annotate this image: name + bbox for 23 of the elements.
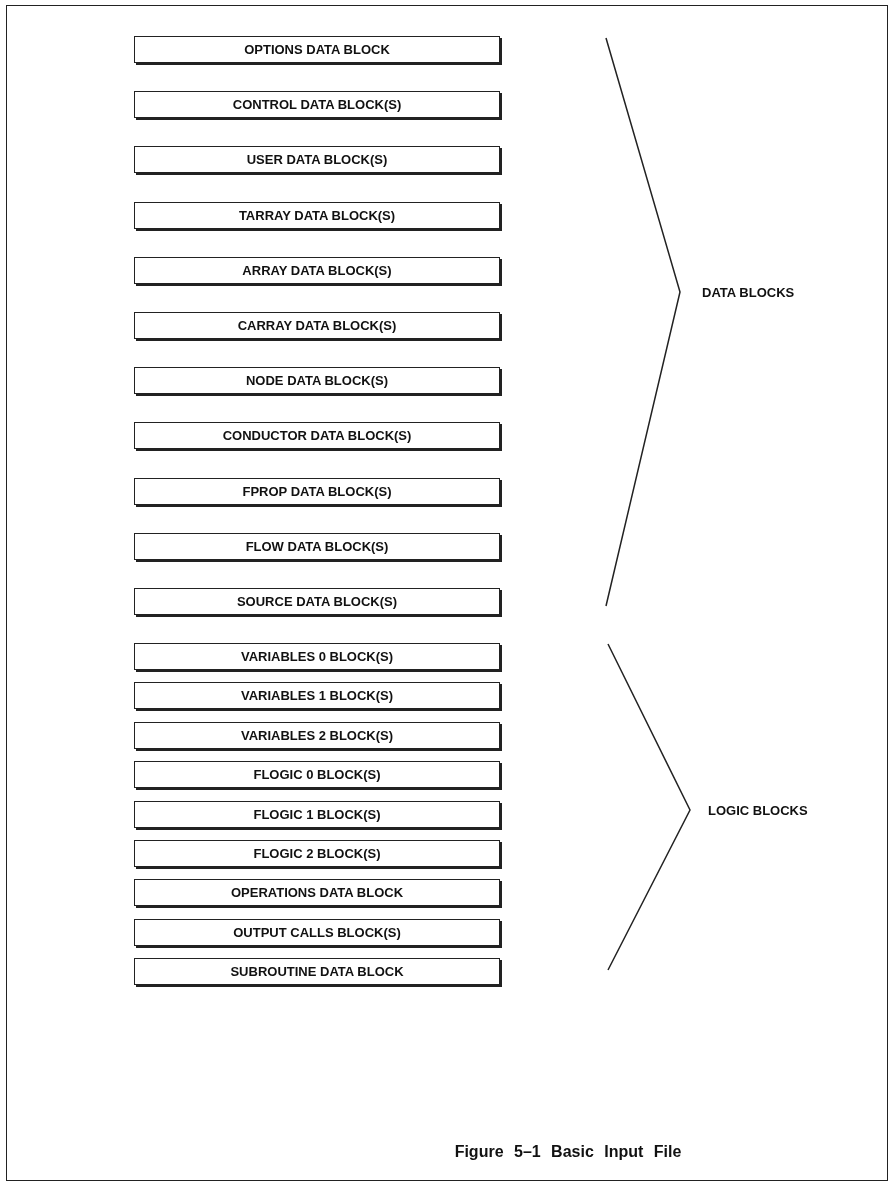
block-box: VARIABLES 0 BLOCK(S) (134, 643, 500, 670)
block-box: TARRAY DATA BLOCK(S) (134, 201, 500, 229)
block-box: SUBROUTINE DATA BLOCK (134, 958, 500, 986)
figure-caption: Figure 5–1 Basic Input File (453, 1143, 683, 1161)
group-label: DATA BLOCKS (702, 285, 795, 300)
block-box: OUTPUT CALLS BLOCK(S) (134, 918, 500, 946)
block-box: SOURCE DATA BLOCK(S) (134, 588, 500, 615)
block-box: OPERATIONS DATA BLOCK (134, 879, 500, 907)
block-box: VARIABLES 2 BLOCK(S) (134, 721, 500, 749)
block-box: CONDUCTOR DATA BLOCK(S) (134, 422, 500, 450)
block-box: CONTROL DATA BLOCK(S) (134, 91, 500, 119)
block-box: FLOW DATA BLOCK(S) (134, 532, 500, 560)
block-box: FLOGIC 1 BLOCK(S) (134, 800, 500, 828)
block-box: OPTIONS DATA BLOCK (134, 36, 500, 63)
block-box: FLOGIC 2 BLOCK(S) (134, 840, 500, 867)
block-box: FLOGIC 0 BLOCK(S) (134, 761, 500, 789)
block-box: CARRAY DATA BLOCK(S) (134, 312, 500, 339)
block-box: USER DATA BLOCK(S) (134, 146, 500, 174)
block-box: VARIABLES 1 BLOCK(S) (134, 682, 500, 710)
block-box: ARRAY DATA BLOCK(S) (134, 256, 500, 284)
group-label: LOGIC BLOCKS (708, 803, 808, 818)
block-box: FPROP DATA BLOCK(S) (134, 477, 500, 505)
block-box: NODE DATA BLOCK(S) (134, 367, 500, 395)
